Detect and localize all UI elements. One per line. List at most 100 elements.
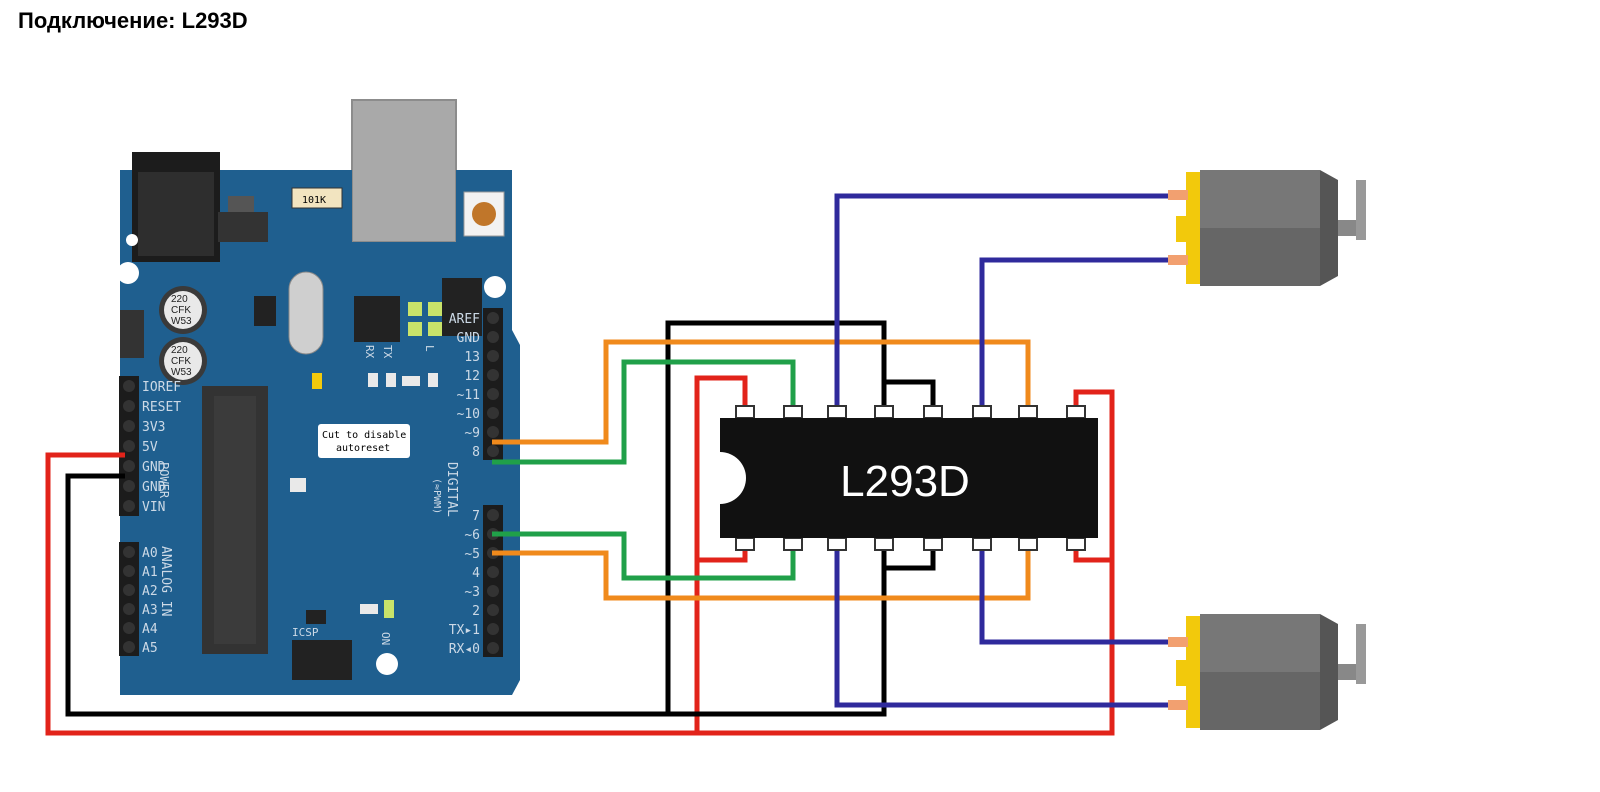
header-pin (487, 407, 499, 419)
wire-blue-6 (979, 546, 1172, 645)
header-strip (483, 308, 503, 460)
power-label: POWER (157, 462, 171, 499)
svg-text:W53: W53 (171, 367, 192, 378)
chip-pin-9 (1066, 405, 1086, 419)
chip-pin-11 (972, 405, 992, 419)
header-pin-label: AREF (449, 312, 480, 327)
header-pin-label: ~6 (464, 528, 480, 543)
header-pin (123, 641, 135, 653)
header-pin (487, 350, 499, 362)
header-pin-label: RX◂0 (449, 642, 480, 657)
header-pin (487, 445, 499, 457)
l-led (428, 302, 442, 316)
capacitor-2: 220 CFK W53 (159, 337, 207, 385)
wire-gnd-black-2 (665, 320, 887, 714)
chip-pin-13 (874, 405, 894, 419)
icsp-header-bottom (292, 640, 352, 680)
chip-pin-1 (735, 537, 755, 551)
chip-pin-5 (923, 537, 943, 551)
header-pin-label: A0 (142, 546, 158, 561)
on-label: ON (379, 632, 392, 645)
chip-pin-7 (1018, 537, 1038, 551)
header-pin-label: VIN (142, 500, 165, 515)
rx-led (408, 322, 422, 336)
wire-green-9 (492, 359, 796, 465)
header-pin-label: A1 (142, 565, 158, 580)
header-pin (487, 623, 499, 635)
autoreset-label: Cut to disable (322, 430, 406, 441)
chip-notch (720, 452, 746, 504)
header-pin-label: RESET (142, 400, 181, 415)
mounting-hole (126, 234, 138, 246)
header-pin-label: A3 (142, 603, 158, 618)
digital-label: DIGITAL (444, 462, 459, 517)
header-pin (123, 622, 135, 634)
usb-connector (351, 99, 457, 243)
header-pin (123, 460, 135, 472)
header-strip (119, 542, 139, 656)
header-pin (123, 546, 135, 558)
voltage-regulator (218, 212, 268, 242)
mounting-hole (376, 653, 398, 675)
header-pin-label: ~3 (464, 585, 480, 600)
wire-gnd-black-3 (884, 379, 936, 410)
wires (45, 193, 1172, 736)
tx-led (408, 302, 422, 316)
wire-blue-14 (834, 193, 1172, 410)
header-pin (123, 500, 135, 512)
motor-bottom (1168, 614, 1366, 730)
chip-pin-8 (1066, 537, 1086, 551)
header-pin (487, 331, 499, 343)
wire-gnd-black (65, 473, 887, 717)
header-pin-label: 2 (472, 604, 480, 619)
header-pin (487, 426, 499, 438)
header-strip (483, 505, 503, 657)
chip-pin-12 (923, 405, 943, 419)
icsp-header-top (442, 278, 482, 336)
svg-text:CFK: CFK (171, 356, 191, 367)
arduino-uno-board: 101K 220 CFK W53 220 CFK W53 (117, 99, 520, 695)
header-pin-label: GND (457, 331, 481, 346)
svg-text:W53: W53 (171, 316, 192, 327)
chip-pin-16 (735, 405, 755, 419)
resistor-101k (291, 187, 343, 209)
chip-pin-6 (972, 537, 992, 551)
icsp-label: ICSP (292, 626, 319, 639)
tx-label: TX (381, 345, 394, 359)
header-pin-label: 12 (464, 369, 480, 384)
header-pin (123, 440, 135, 452)
crystal-oscillator (288, 271, 324, 355)
header-pin-label: GND (142, 480, 166, 495)
wire-gnd-black-4 (884, 546, 936, 571)
header-pin-label: ~9 (464, 426, 480, 441)
header-pin-label: 7 (472, 509, 480, 524)
svg-text:220: 220 (171, 294, 188, 305)
header-pin (123, 400, 135, 412)
header-pin (123, 584, 135, 596)
autoreset-box (318, 424, 410, 458)
header-pin-label: 4 (472, 566, 480, 581)
header-pin-label: A2 (142, 584, 158, 599)
mounting-hole (484, 276, 506, 298)
header-pin (123, 565, 135, 577)
capacitor-1: 220 CFK W53 (159, 286, 207, 334)
svg-text:220: 220 (171, 345, 188, 356)
header-pin-label: A4 (142, 622, 158, 637)
chip-body (720, 418, 1098, 538)
wire-green-6 (492, 531, 796, 581)
header-pin-label: ~11 (457, 388, 480, 403)
header-pin (487, 566, 499, 578)
header-pin-label: ~10 (457, 407, 480, 422)
wire-orange-5 (492, 546, 1031, 601)
chip-pin-2 (783, 537, 803, 551)
svg-text:CFK: CFK (171, 305, 191, 316)
header-pin (123, 603, 135, 615)
header-pin (487, 509, 499, 521)
header-pin-label: A5 (142, 641, 158, 656)
pwm-label: (≈PWM) (431, 478, 442, 514)
wire-orange-10 (492, 339, 1031, 445)
